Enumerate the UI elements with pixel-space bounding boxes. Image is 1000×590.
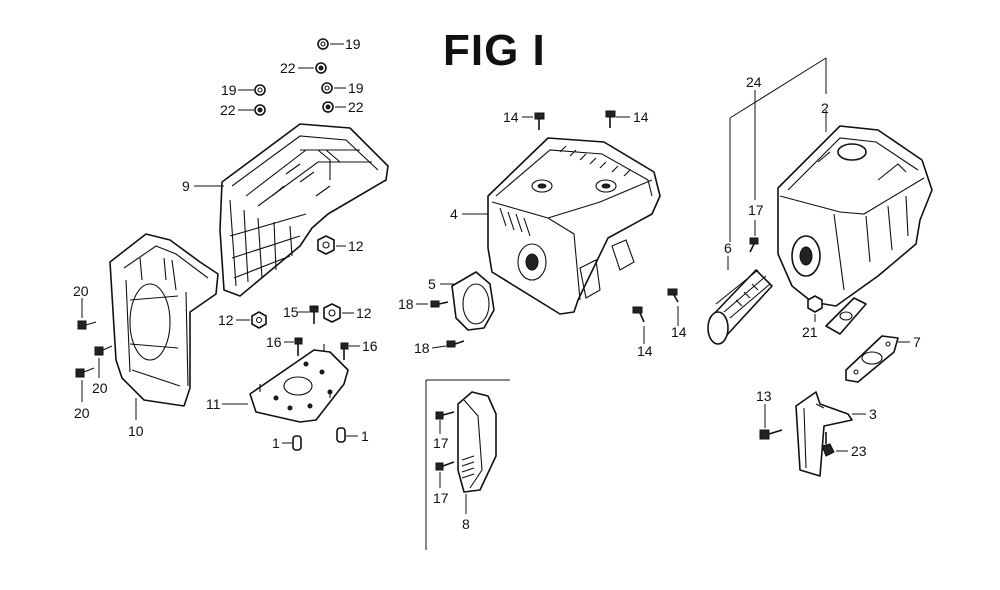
nut-21 [807, 295, 823, 322]
callout-17a: 17 [433, 435, 449, 451]
washer-22-right [322, 101, 346, 113]
screw-14-top-right [605, 110, 630, 128]
screw-14-lower-left [632, 306, 645, 344]
cap-part-5 [440, 271, 495, 331]
bolt-20-upper [77, 298, 97, 330]
callout-9: 9 [182, 178, 190, 194]
nut-19-right [321, 82, 346, 94]
muffler-part-2 [777, 110, 933, 307]
screw-17-guard-lower [435, 461, 455, 488]
callout-labels: 19 22 19 19 22 22 9 12 12 15 12 16 16 11… [73, 36, 921, 532]
callout-22a: 22 [280, 60, 296, 76]
callout-3: 3 [869, 406, 877, 422]
washer-22-left [238, 104, 266, 116]
callout-18a: 18 [398, 296, 414, 312]
callout-11: 11 [206, 396, 221, 412]
callout-17c: 17 [748, 202, 764, 218]
spark-arrester-guard-part-8 [457, 391, 497, 514]
callout-5: 5 [428, 276, 436, 292]
nut-19-top [317, 38, 344, 50]
callout-17b: 17 [433, 490, 449, 506]
nut-12-left [236, 311, 267, 329]
callout-18b: 18 [414, 340, 430, 356]
gasket-part-7 [845, 335, 910, 383]
callout-10: 10 [128, 423, 144, 439]
bolt-13 [759, 404, 783, 440]
bolt-23 [821, 432, 848, 457]
callout-1b: 1 [361, 428, 369, 444]
dowel-pin-1-right [336, 427, 358, 443]
sub-assembly-boundary [425, 379, 510, 550]
callout-1a: 1 [272, 435, 280, 451]
bracket-part-3 [795, 391, 866, 477]
nut-19-left [238, 84, 266, 96]
muffler-cover-part-4 [462, 137, 661, 315]
callout-7: 7 [913, 334, 921, 350]
callout-14d: 14 [671, 324, 687, 340]
lower-frame-part-10 [109, 233, 219, 420]
callout-22b: 22 [220, 102, 236, 118]
figure-title: FIG I [443, 26, 546, 75]
callout-12b: 12 [218, 312, 234, 328]
callout-14c: 14 [637, 343, 653, 359]
callout-21: 21 [802, 324, 818, 340]
callout-19b: 19 [221, 82, 237, 98]
screw-16-right [340, 342, 360, 360]
screw-14-lower-right [667, 288, 679, 326]
callout-20c: 20 [74, 405, 90, 421]
callout-23: 23 [851, 443, 867, 459]
spark-arrester-part-6 [707, 256, 773, 345]
callout-14a: 14 [503, 109, 519, 125]
callout-19a: 19 [345, 36, 361, 52]
screw-18-lower [431, 340, 465, 349]
callout-12a: 12 [348, 238, 364, 254]
callout-16a: 16 [266, 334, 282, 350]
bolt-20-lower [75, 367, 95, 402]
gasket-small [825, 297, 867, 335]
screw-16-left [284, 337, 303, 356]
callout-bracket-24-2 [729, 57, 827, 242]
callout-4: 4 [450, 206, 458, 222]
callout-16b: 16 [362, 338, 378, 354]
callout-20b: 20 [92, 380, 108, 396]
callout-2: 2 [821, 100, 829, 116]
callout-19c: 19 [348, 80, 364, 96]
bolt-15 [298, 305, 319, 324]
callout-6: 6 [724, 240, 732, 256]
dowel-pin-1-left [282, 435, 302, 451]
callout-15: 15 [283, 304, 299, 320]
callout-20a: 20 [73, 283, 89, 299]
callout-13: 13 [756, 388, 772, 404]
callout-24: 24 [746, 74, 762, 90]
nut-12-right [323, 303, 354, 323]
callout-22c: 22 [348, 99, 364, 115]
upper-frame-part-9 [194, 123, 389, 297]
callout-8a: 8 [462, 516, 470, 532]
screw-14-top-left [522, 112, 545, 130]
screw-17-guard-upper [435, 411, 455, 434]
nut-12-upper [317, 235, 346, 255]
bolt-20-middle [94, 345, 113, 378]
screw-17-muffler [749, 220, 759, 253]
callout-12c: 12 [356, 305, 372, 321]
callout-14b: 14 [633, 109, 649, 125]
plate-part-11 [222, 344, 349, 423]
washer-22-top [298, 62, 327, 74]
screw-18-upper [416, 300, 449, 308]
